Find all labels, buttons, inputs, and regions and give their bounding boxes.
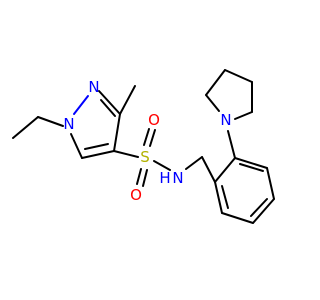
molecule-structure-canvas: N N S O O N H N bbox=[12, 69, 275, 224]
bond-ring-c1-c2 bbox=[214, 157, 236, 183]
bond-cb-cc bbox=[224, 69, 253, 83]
atom-nh-h-label: H bbox=[159, 169, 170, 187]
atom-n-pyrrolidine: N bbox=[220, 111, 231, 129]
bond-ring-c5-c6 bbox=[221, 212, 254, 224]
atom-n1-label: N bbox=[63, 115, 74, 133]
bond-s-o-bottom bbox=[136, 168, 142, 185]
bond-n2-c3-double bbox=[100, 99, 116, 117]
bond-c4-c5-double bbox=[84, 143, 109, 150]
bond-ch2-ring bbox=[201, 156, 216, 183]
bond-cd-npyr bbox=[234, 111, 253, 120]
atom-o-top: O bbox=[148, 111, 160, 129]
bond-n2-c3 bbox=[98, 90, 121, 115]
atom-o-bottom: O bbox=[130, 186, 142, 204]
bond-ring-c6-c1 bbox=[214, 181, 223, 214]
bond-c4-c5 bbox=[81, 150, 115, 159]
bond-s-o-bottom-double bbox=[142, 169, 148, 187]
atom-o-top-label: O bbox=[148, 111, 160, 129]
molecule-structure: N N S O O N H N bbox=[12, 69, 275, 224]
bond-ring-c3-c3-double bbox=[239, 163, 264, 172]
bond-ethyl-ch3-ch2 bbox=[12, 116, 39, 139]
bond-c3-methyl bbox=[119, 85, 136, 115]
bond-nh-ch2 bbox=[185, 156, 203, 170]
bond-ring-c6-c1-double bbox=[221, 185, 229, 209]
atom-nh-label: N bbox=[172, 169, 183, 187]
atom-nh: N H bbox=[159, 169, 183, 187]
bond-c3-c4 bbox=[113, 113, 121, 152]
bond-c5-n1 bbox=[70, 133, 83, 159]
bond-ring-c4-c5 bbox=[252, 198, 275, 224]
bond-ring-c2-c3 bbox=[234, 157, 268, 169]
atom-o-bottom-label: O bbox=[130, 186, 142, 204]
bond-c4-s bbox=[113, 150, 139, 158]
atom-n1: N bbox=[63, 115, 74, 133]
bond-ring-npyr bbox=[227, 130, 236, 159]
bond-n1-n2 bbox=[73, 95, 89, 115]
bond-ethyl-ch2-n1 bbox=[37, 116, 64, 127]
bond-npyr-ca bbox=[205, 94, 220, 112]
atom-n2: N bbox=[88, 78, 99, 96]
atom-n-pyrrolidine-label: N bbox=[220, 111, 231, 129]
bond-ca-cb bbox=[205, 69, 226, 96]
atom-s-label: S bbox=[140, 148, 150, 166]
bond-ring-c3-c4 bbox=[266, 167, 275, 200]
bond-s-o-top bbox=[149, 129, 156, 147]
atom-s: S bbox=[140, 148, 150, 166]
bond-s-nh bbox=[153, 160, 171, 171]
atom-n2-label: N bbox=[88, 78, 99, 96]
bond-s-o-top-double bbox=[143, 128, 150, 146]
bond-ring-c4-c5-double bbox=[250, 198, 268, 217]
